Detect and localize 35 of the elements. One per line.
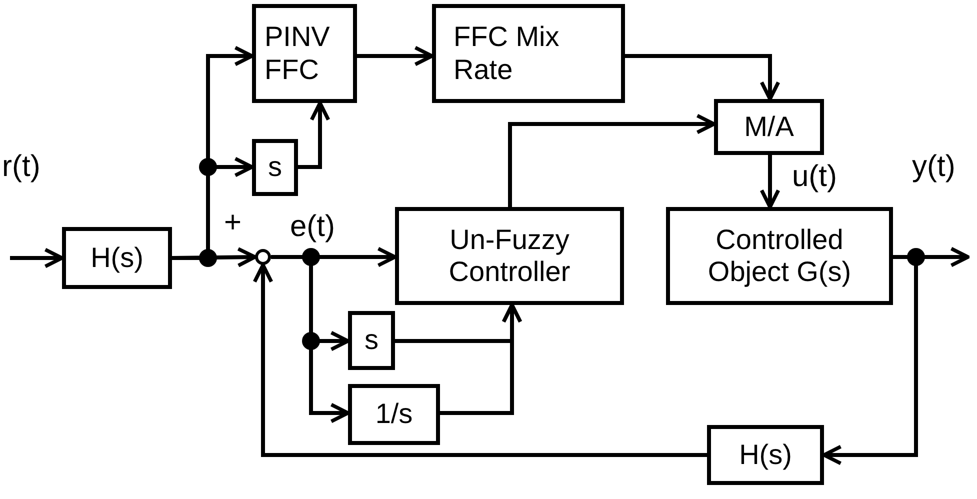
- block: [62, 227, 172, 289]
- arrow: [357, 46, 434, 66]
- signal-label: r(t): [2, 150, 40, 184]
- arrow: [172, 247, 257, 268]
- signal-label: u(t): [792, 160, 837, 194]
- block-label: Controlled Object G(s): [706, 224, 852, 288]
- arrow: [252, 263, 707, 457]
- block: [714, 99, 824, 155]
- block-label: s: [364, 324, 380, 357]
- arrow: [760, 155, 780, 209]
- signal-label: e(t): [290, 210, 335, 244]
- block: [666, 207, 893, 305]
- arrow: [298, 101, 330, 169]
- block: [707, 425, 824, 485]
- sign-label: +: [224, 206, 242, 240]
- block-label: s: [267, 151, 283, 184]
- arrow: [440, 303, 522, 415]
- arrow: [10, 248, 64, 268]
- block: [252, 139, 298, 196]
- block-label: H(s): [90, 242, 144, 274]
- block: [348, 311, 395, 370]
- arrow: [508, 114, 716, 207]
- block: [432, 4, 625, 103]
- block: [348, 384, 440, 445]
- signal-label: y(t): [912, 150, 956, 184]
- block-label: 1/s: [374, 398, 414, 431]
- block-label: Un-Fuzzy Controller: [448, 224, 572, 288]
- arrow: [625, 54, 780, 101]
- summing-junction: [255, 249, 271, 265]
- block-label: FFC Mix Rate: [454, 21, 560, 86]
- block: [395, 207, 624, 305]
- block-label: H(s): [738, 438, 793, 472]
- block-label: M/A: [743, 110, 795, 144]
- block: [252, 4, 357, 103]
- block-label: PINV FFC: [264, 21, 331, 86]
